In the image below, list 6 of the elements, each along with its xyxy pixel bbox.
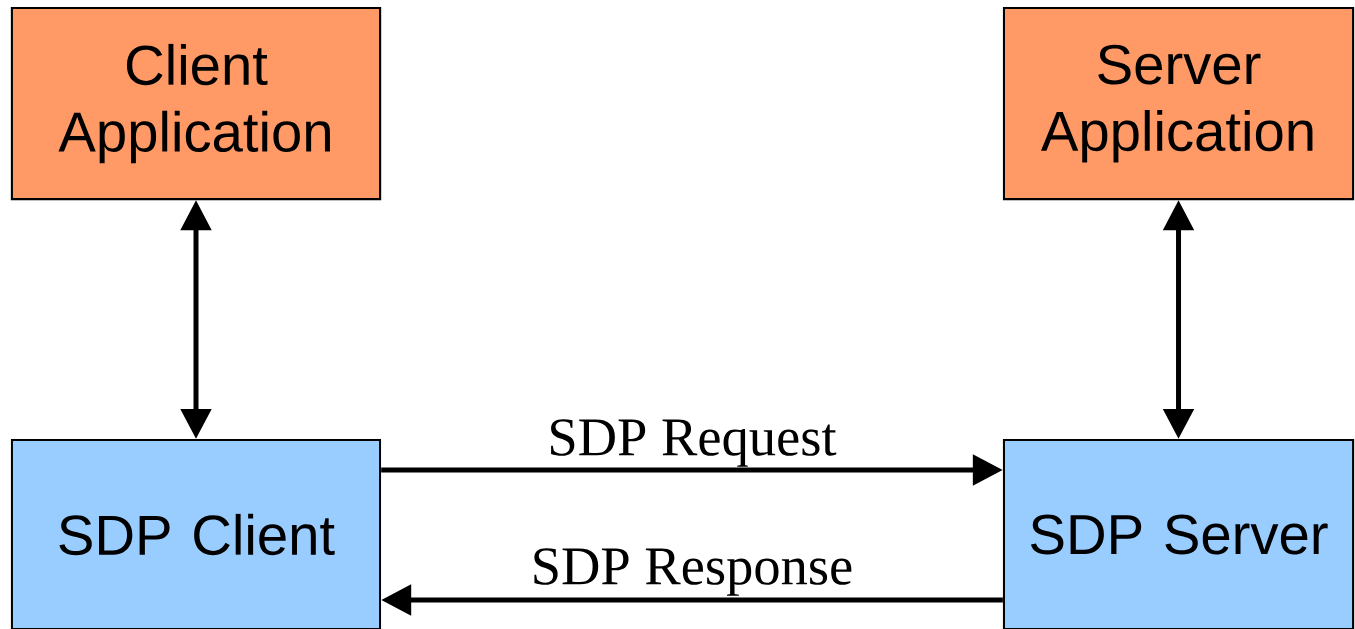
component-box: Client Application — [10, 6, 382, 201]
component-box: Server Application — [1002, 6, 1355, 201]
edge-label: SDP Response — [534, 548, 852, 596]
component-box: SDP Client — [10, 438, 382, 629]
component-box: SDP Server — [1002, 438, 1355, 629]
edge-label: SDP Request — [551, 419, 837, 467]
